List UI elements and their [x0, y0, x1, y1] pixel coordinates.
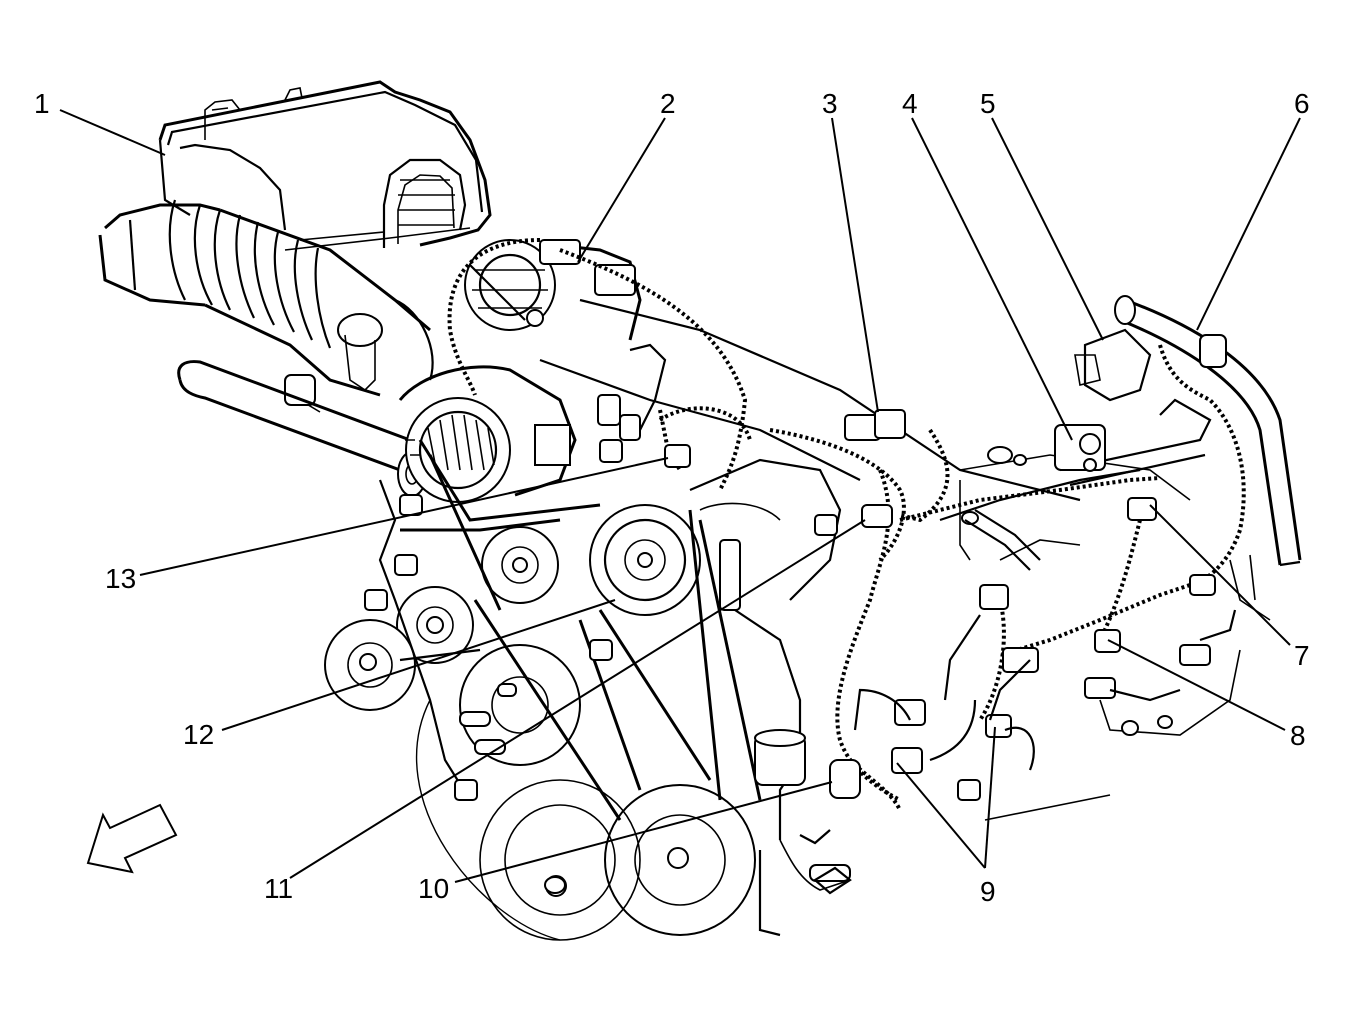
callout-9: 9 — [980, 876, 996, 907]
callout-6: 6 — [1294, 88, 1310, 119]
air-cleaner-housing — [158, 80, 492, 251]
leader-13 — [139, 457, 669, 576]
fuel-line — [1114, 295, 1302, 567]
connectors — [597, 343, 1237, 799]
callout-2: 2 — [660, 88, 676, 119]
leader-5 — [991, 117, 1104, 341]
generator — [398, 365, 577, 503]
callout-5: 5 — [980, 88, 996, 119]
leader-9b — [984, 726, 996, 869]
leader-2 — [577, 117, 666, 263]
leader-lines — [59, 109, 1301, 883]
callout-4: 4 — [902, 88, 918, 119]
callout-1: 1 — [34, 88, 50, 119]
callout-7: 7 — [1294, 640, 1310, 671]
leader-10 — [454, 781, 833, 883]
leader-7 — [1149, 504, 1291, 646]
callout-13: 13 — [105, 563, 136, 594]
callout-3: 3 — [822, 88, 838, 119]
leader-11 — [289, 519, 866, 879]
leader-4 — [911, 117, 1073, 441]
engine-illustration — [98, 80, 1302, 941]
callout-12: 12 — [183, 719, 214, 750]
leader-8 — [1107, 639, 1286, 731]
engine-front-cover — [364, 479, 981, 941]
lower-hoses — [799, 829, 852, 895]
leader-1 — [59, 109, 166, 156]
leader-6 — [1196, 117, 1301, 331]
callout-11: 11 — [264, 873, 293, 904]
front-arrow-icon — [86, 803, 178, 874]
callout-8: 8 — [1290, 720, 1306, 751]
throttle-body — [464, 239, 642, 341]
sensor-bracket — [1054, 328, 1212, 487]
leader-12 — [221, 599, 616, 731]
leader-3 — [831, 117, 879, 413]
callout-10: 10 — [418, 873, 449, 904]
callout-labels: 1 2 3 4 5 6 7 8 9 10 11 12 13 — [34, 88, 1310, 907]
leader-9a — [896, 762, 986, 869]
